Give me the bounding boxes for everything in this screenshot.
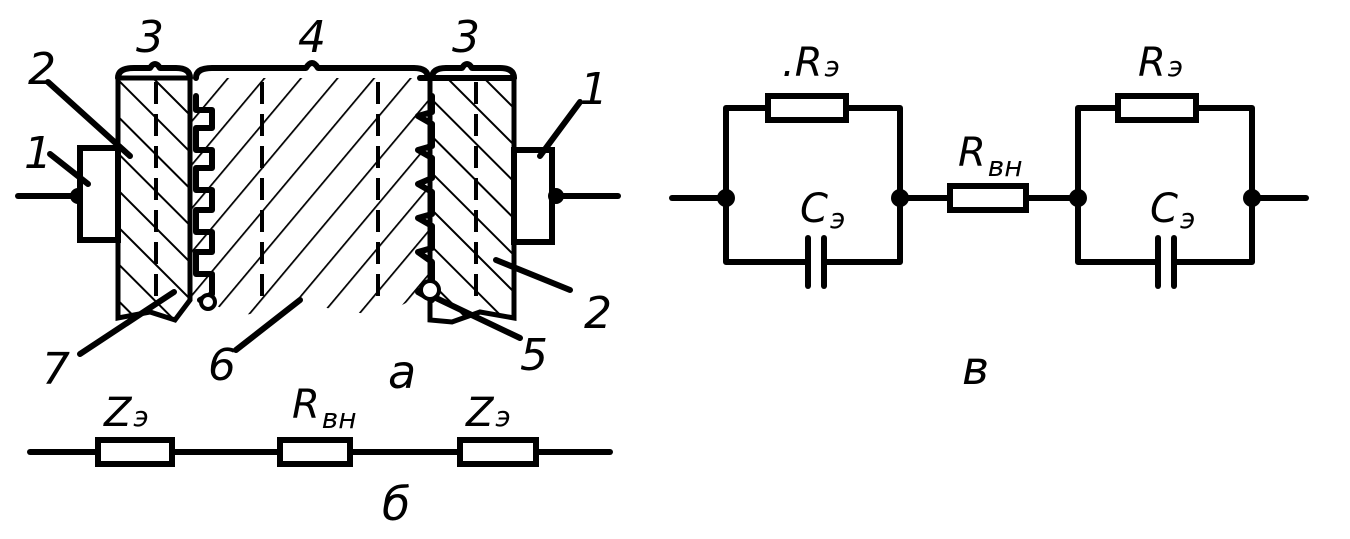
- c-mid-resistor: [947, 183, 1029, 213]
- leader-1-left: [47, 151, 91, 187]
- label-7: 7: [42, 344, 70, 395]
- particle-marker-7: [199, 293, 217, 311]
- label-3-left: 3: [136, 12, 164, 63]
- c-left-resistor: [765, 93, 849, 123]
- c-r-right-label: Rэ: [1138, 40, 1183, 86]
- left-porous-interface: [193, 93, 215, 303]
- electrolyte-region: [190, 78, 430, 320]
- label-6: 6: [208, 340, 236, 391]
- brace-4: [193, 60, 431, 81]
- c-r-left-label: .Rэ: [782, 40, 840, 86]
- left-terminal-plate: [77, 145, 121, 243]
- b-r-mid-element: [277, 437, 353, 467]
- caption-b: б: [382, 477, 410, 531]
- c-node-3: [1069, 189, 1087, 207]
- c-right-resistor: [1115, 93, 1199, 123]
- cell-cross-section: 1 2 3 4 3 1 2 5 6 7 а: [15, 12, 621, 399]
- c-node-1: [717, 189, 735, 207]
- b-z-left-element: [95, 437, 175, 467]
- label-1-left: 1: [24, 128, 52, 179]
- leader-7: [77, 289, 177, 357]
- c-left-block-outline: [723, 105, 903, 265]
- leader-1-right: [537, 99, 583, 159]
- b-z-left-label: Zэ: [103, 390, 149, 436]
- label-1-right: 1: [580, 64, 608, 115]
- leader-2-right: [493, 257, 573, 293]
- caption-a: а: [388, 345, 416, 399]
- right-electrode: [427, 75, 517, 325]
- label-3-right: 3: [452, 12, 480, 63]
- c-r-mid-label: Rвн: [958, 130, 1023, 183]
- label-2-left: 2: [28, 44, 56, 95]
- b-z-right-element: [457, 437, 539, 467]
- caption-c: в: [962, 341, 989, 395]
- brace-3-right: [429, 61, 517, 81]
- brace-3-left: [115, 61, 193, 81]
- full-equivalent-circuit: .Rэ Cэ Rвн Rэ Cэ в: [669, 40, 1309, 395]
- b-z-right-label: Zэ: [465, 390, 511, 436]
- label-4: 4: [298, 12, 326, 63]
- b-r-mid-label: Rвн: [292, 382, 357, 435]
- right-terminal-plate: [511, 147, 555, 245]
- particle-marker-5: [419, 279, 441, 301]
- c-c-left-label: Cэ: [800, 186, 845, 235]
- c-node-4: [1243, 189, 1261, 207]
- series-equivalent-circuit: Zэ Rвн Zэ б: [27, 382, 613, 531]
- leader-2-left: [45, 79, 133, 159]
- c-c-right-label: Cэ: [1150, 186, 1195, 235]
- c-right-block-outline: [1075, 105, 1255, 265]
- label-2-right: 2: [584, 288, 612, 339]
- leader-5: [433, 295, 523, 341]
- right-porous-interface: [415, 93, 435, 303]
- label-5: 5: [520, 330, 548, 381]
- leader-6: [233, 297, 303, 353]
